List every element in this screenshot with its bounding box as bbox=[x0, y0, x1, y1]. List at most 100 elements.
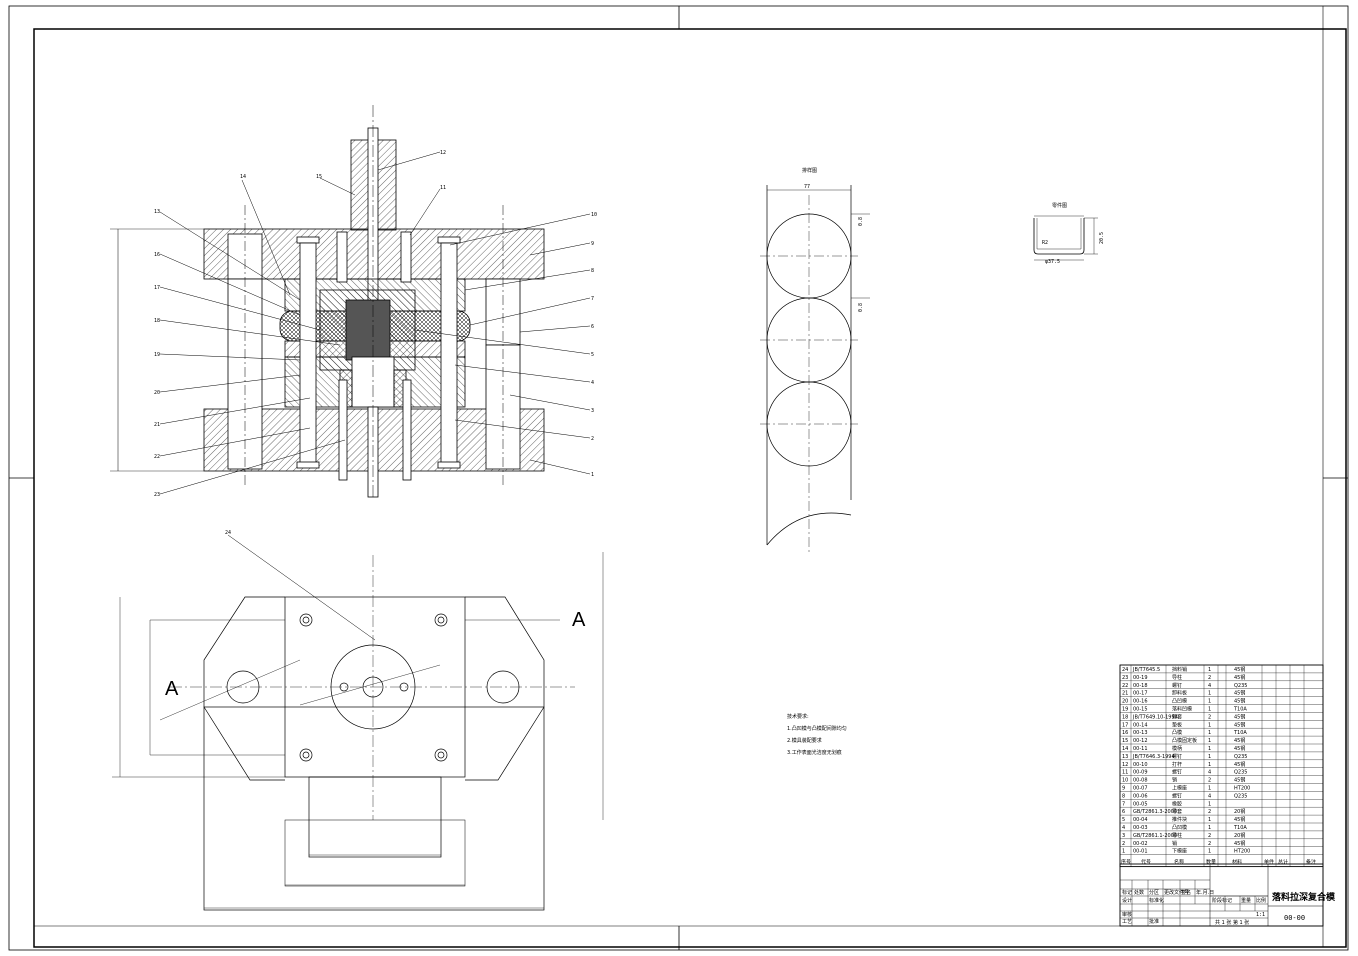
section-label-left: A bbox=[165, 678, 179, 700]
bom-cell: 00-12 bbox=[1133, 738, 1148, 744]
bom-cell: 11 bbox=[1122, 770, 1128, 776]
leader-label: 2 bbox=[591, 436, 594, 442]
leader-label: 1 bbox=[591, 472, 594, 478]
bom-cell: 导套 bbox=[1172, 808, 1182, 815]
bom-cell: 8 bbox=[1122, 793, 1125, 799]
bom-cell: 45钢 bbox=[1234, 840, 1245, 847]
part-drawing bbox=[1033, 215, 1098, 261]
part-radius: R2 bbox=[1042, 240, 1048, 246]
bom-cell: 导柱 bbox=[1172, 674, 1182, 681]
bom-cell: 销 bbox=[1172, 840, 1177, 847]
bom-cell: 00-01 bbox=[1133, 849, 1148, 855]
strip-width-dim: 77 bbox=[804, 184, 810, 190]
plan-view-markers: A A bbox=[165, 609, 586, 700]
front-view-balloons: 13 16 17 18 19 20 21 22 23 10 9 8 7 6 5 … bbox=[154, 150, 597, 536]
bom-cell: 1 bbox=[1208, 825, 1211, 831]
leader-label: 14 bbox=[240, 174, 246, 180]
bom-frame bbox=[1119, 664, 1324, 868]
leader-label: 8 bbox=[591, 268, 594, 274]
leader-label: 17 bbox=[154, 285, 160, 291]
bom-cell: JB/T7649.10-1994 bbox=[1132, 714, 1178, 720]
bom-cell: 1 bbox=[1208, 699, 1211, 705]
technical-requirements: 技术要求: 1.凸凹模与凸模配间隙均匀 2.模具装配要求 3.工作表面光洁度无划… bbox=[787, 713, 847, 756]
title-label: 更改文件号 bbox=[1164, 889, 1189, 896]
bom-cell: 1 bbox=[1208, 801, 1211, 807]
bom-cell: 1 bbox=[1208, 738, 1211, 744]
bom-cell: 1 bbox=[1122, 849, 1125, 855]
bom-cell: Q235 bbox=[1234, 793, 1247, 799]
bom-cell: 45钢 bbox=[1234, 698, 1245, 705]
bom-cell: 4 bbox=[1208, 683, 1211, 689]
strip-pitch-dim: 0.8 bbox=[858, 217, 864, 226]
bom-cell: 1 bbox=[1208, 722, 1211, 728]
bom-cell: 凸凹模 bbox=[1172, 698, 1187, 705]
bom-cell: 14 bbox=[1122, 746, 1128, 752]
bom-cell: 下模座 bbox=[1172, 848, 1187, 855]
bom-header-cell: 材料 bbox=[1232, 859, 1242, 866]
strip-pitch-dim: 0.8 bbox=[858, 303, 864, 312]
bom-cell: 22 bbox=[1122, 683, 1128, 689]
title-label: 处数 bbox=[1134, 889, 1144, 896]
bom-cell: 20 bbox=[1122, 699, 1128, 705]
bom-cell: T10A bbox=[1233, 825, 1247, 831]
bom-cell: 4 bbox=[1208, 770, 1211, 776]
bom-cell: 18 bbox=[1122, 714, 1128, 720]
bom-cell: 凸模固定板 bbox=[1172, 737, 1197, 744]
tech-req-item: 2.模具装配要求 bbox=[787, 737, 822, 744]
bom-header-cell: 代号 bbox=[1141, 859, 1151, 866]
bom-cell: 00-09 bbox=[1133, 770, 1148, 776]
bom-cell: 2 bbox=[1122, 841, 1125, 847]
bom-cell: 1 bbox=[1208, 730, 1211, 736]
front-section-view bbox=[110, 105, 545, 500]
title-label: 设计 bbox=[1122, 897, 1132, 904]
leader-label: 4 bbox=[591, 380, 594, 386]
bom-cell: T10A bbox=[1233, 730, 1247, 736]
strip-title: 排样图 bbox=[802, 167, 817, 174]
title-label: 审核 bbox=[1122, 911, 1132, 918]
leader-label: 23 bbox=[154, 492, 160, 498]
leader-label: 15 bbox=[316, 174, 322, 180]
bom-cell: 螺钉 bbox=[1172, 753, 1182, 760]
bom-cell: 4 bbox=[1122, 825, 1125, 831]
bom-cell: 00-05 bbox=[1133, 801, 1148, 807]
bom-cell: 00-16 bbox=[1133, 699, 1148, 705]
bom-cell: 9 bbox=[1122, 786, 1125, 792]
bom-cell: 1 bbox=[1208, 667, 1211, 673]
bom-cell: 12 bbox=[1122, 762, 1128, 768]
bom-cell: 卸料板 bbox=[1172, 690, 1187, 697]
tech-req-item: 1.凸凹模与凸模配间隙均匀 bbox=[787, 725, 847, 732]
leader-label: 5 bbox=[591, 352, 594, 358]
scale-value: 1:1 bbox=[1256, 912, 1265, 918]
bom-cell: Q235 bbox=[1234, 683, 1247, 689]
bom-cell: HT200 bbox=[1234, 849, 1250, 855]
bom-cell: 2 bbox=[1208, 778, 1211, 784]
bom-cell: 销 bbox=[1172, 777, 1177, 784]
bom-cell: 1 bbox=[1208, 849, 1211, 855]
bom-cell: 17 bbox=[1122, 722, 1128, 728]
bom-cell: Q235 bbox=[1234, 770, 1247, 776]
part-drawing-text: 零件图 φ37.5 20.5 R2 bbox=[1042, 202, 1105, 265]
leader-label: 19 bbox=[154, 352, 160, 358]
bom-cell: JB/T7645.5 bbox=[1132, 667, 1160, 673]
bom-cell: 00-04 bbox=[1133, 817, 1148, 823]
bom-cell: 20钢 bbox=[1234, 832, 1245, 839]
leader-label: 12 bbox=[440, 150, 446, 156]
part-height: 20.5 bbox=[1099, 232, 1105, 244]
bom-cell: 推件块 bbox=[1172, 816, 1187, 823]
part-diameter: φ37.5 bbox=[1045, 259, 1060, 265]
leader-label: 3 bbox=[591, 408, 594, 414]
bom-cell: 7 bbox=[1122, 801, 1125, 807]
bom-cell: Q235 bbox=[1234, 754, 1247, 760]
bom-cell: 螺钉 bbox=[1172, 792, 1182, 799]
bom-cell: 24 bbox=[1122, 667, 1128, 673]
bom-cell: 1 bbox=[1208, 786, 1211, 792]
bom-cell: 橡胶 bbox=[1172, 800, 1182, 807]
bom-cell: 00-13 bbox=[1133, 730, 1148, 736]
bom-cell: 导柱 bbox=[1172, 832, 1182, 839]
title-label: 标记 bbox=[1122, 889, 1132, 896]
bom-cell: 凸凹模 bbox=[1172, 824, 1187, 831]
bom-header-cell: 备注 bbox=[1306, 859, 1316, 866]
title-label: 阶段标记 bbox=[1212, 897, 1232, 904]
bom-cell: 1 bbox=[1208, 707, 1211, 713]
